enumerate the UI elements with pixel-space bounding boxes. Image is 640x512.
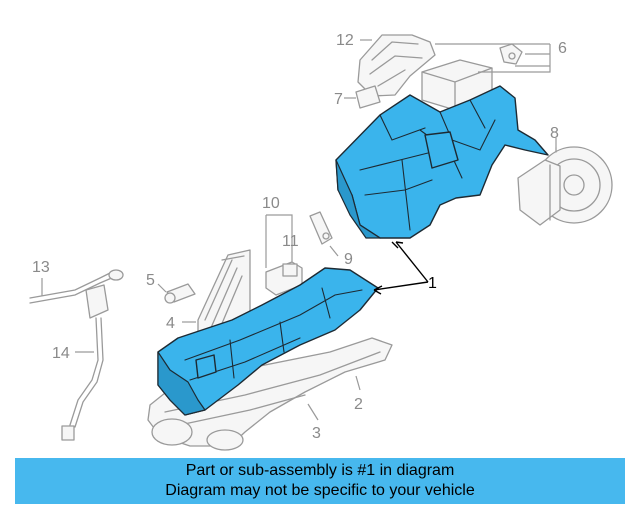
clip-part <box>309 211 333 245</box>
fitting-part <box>164 283 196 304</box>
blower-motor-part <box>517 146 613 226</box>
hvac-housing-lower <box>157 267 379 416</box>
callout-5: 5 <box>146 272 155 289</box>
parts-diagram: 1 2 3 4 5 6 7 8 9 10 11 12 13 14 <box>29 32 613 451</box>
callout-11: 11 <box>282 233 299 250</box>
banner-line-1: Part or sub-assembly is #1 in diagram <box>185 462 455 479</box>
leader-lines <box>41 39 557 421</box>
banner-line-2: Diagram may not be specific to your vehi… <box>165 482 475 499</box>
seal-part <box>355 85 381 109</box>
callout-7: 7 <box>334 91 343 108</box>
callout-labels: 1 2 3 4 5 6 7 8 9 10 11 12 13 14 <box>32 32 567 442</box>
callout-14: 14 <box>52 345 70 362</box>
callout-3: 3 <box>312 425 321 442</box>
callout-4: 4 <box>166 315 175 332</box>
callout-10: 10 <box>262 195 280 212</box>
callout-12: 12 <box>336 32 354 49</box>
info-banner: Part or sub-assembly is #1 in diagram Di… <box>15 458 625 504</box>
callout-9: 9 <box>344 251 353 268</box>
callout-2: 2 <box>354 396 363 413</box>
callout-6: 6 <box>558 40 567 57</box>
callout-8: 8 <box>550 125 559 142</box>
callout-13: 13 <box>32 259 50 276</box>
hvac-housing-upper <box>335 85 549 239</box>
hose-part <box>29 269 124 441</box>
callout-1: 1 <box>428 275 437 292</box>
